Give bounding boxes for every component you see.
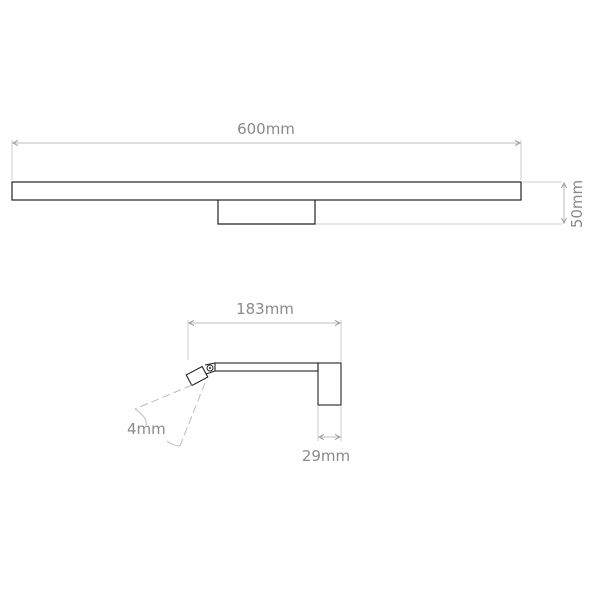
light-bar-front xyxy=(11,181,522,201)
height-label: 50mm xyxy=(568,180,586,228)
front-view: 600mm 50mm xyxy=(11,120,586,228)
angle-arc xyxy=(166,440,181,447)
beam-line xyxy=(134,384,193,410)
wall-plate-side xyxy=(317,362,342,406)
depth-label: 183mm xyxy=(236,300,294,318)
pivot-center xyxy=(209,367,211,369)
wall-plate-label: 29mm xyxy=(302,447,350,465)
side-view: 183mm 4mm 29mm xyxy=(127,300,350,465)
mount-bracket-front xyxy=(217,200,316,225)
arm-side xyxy=(214,362,319,372)
beam-line xyxy=(179,382,206,447)
width-label: 600mm xyxy=(237,120,295,138)
pivot-icon xyxy=(206,364,214,372)
light-head-side xyxy=(185,365,209,387)
angle-arc xyxy=(134,408,147,426)
joint xyxy=(204,362,216,375)
tilt-label: 4mm xyxy=(127,420,166,438)
